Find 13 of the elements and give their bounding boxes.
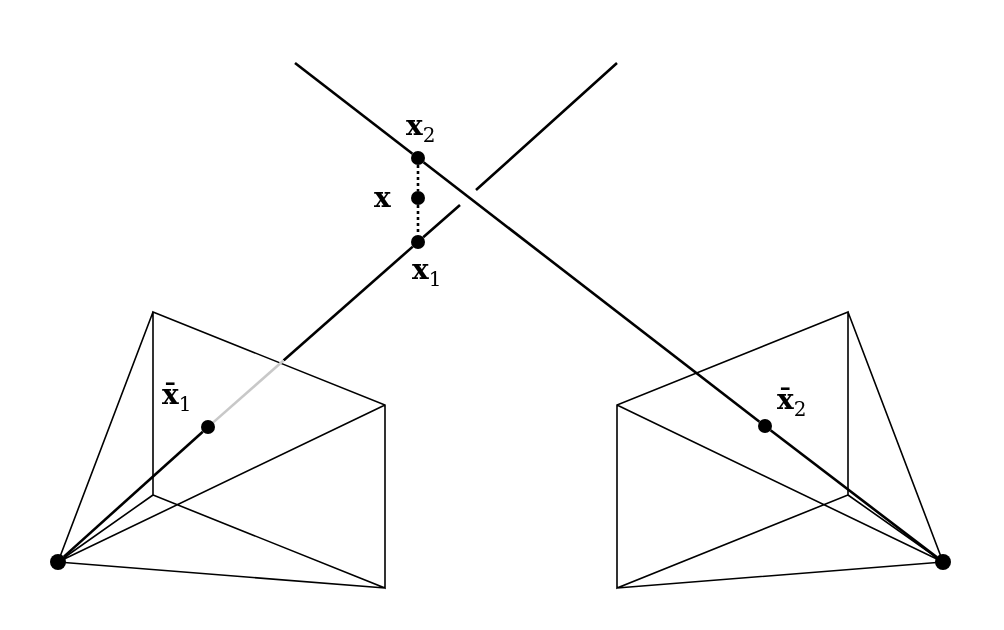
- point-label: x$_{1}$: [412, 256, 442, 289]
- projection-ray: [294, 61, 414, 155]
- projection-ray: [421, 61, 619, 239]
- dotted-line: [416, 165, 420, 191]
- dotted-line: [416, 205, 420, 235]
- point-label: x̄$_{2}$: [777, 386, 807, 419]
- ray-segment: [422, 161, 761, 423]
- ray-segment: [769, 429, 938, 559]
- ray-segment: [63, 430, 204, 558]
- point-label: x̄$_{1}$: [162, 381, 192, 414]
- point-label: x$_{2}$: [406, 112, 436, 145]
- point-label: x: [374, 184, 391, 212]
- ray-segment: [212, 245, 414, 424]
